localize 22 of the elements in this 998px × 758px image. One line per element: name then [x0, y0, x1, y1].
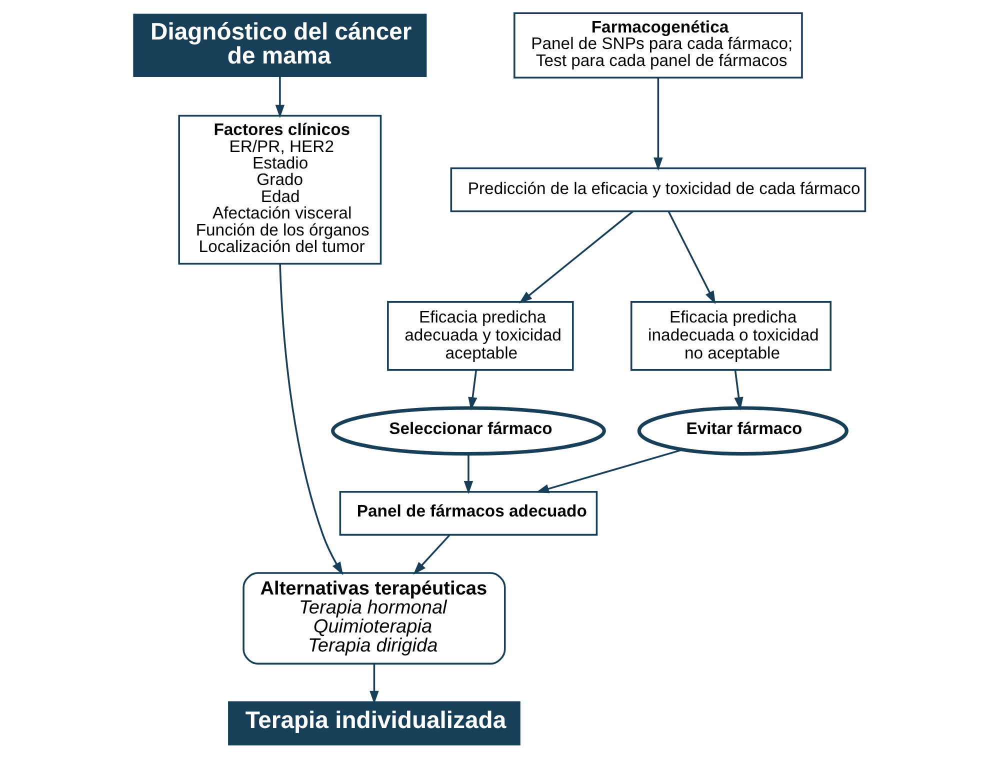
node-box: Farmacogenética Panel de SNPs para cada fármaco; Test para cada panel de fármacos: [513, 12, 802, 78]
arrow: [535, 448, 683, 494]
node-ellipse: Seleccionar fármaco: [330, 406, 606, 456]
node-box: Factores clínicos ER/PR, HER2 Estadio Grado Edad Afectación visceral Función de los órganos Localización del tumor: [178, 114, 382, 265]
arrow: [734, 370, 743, 410]
node-box: Panel de fármacos adecuado: [338, 490, 598, 536]
node-box: Terapia individualizada: [228, 701, 520, 746]
node-box: Alternativas terapéuticas Terapia hormonal Quimioterapia Terapia dirigida: [242, 572, 506, 665]
node-box: Predicción de la eficacia y toxicidad de cada fármaco: [450, 167, 866, 212]
arrow: [518, 210, 634, 304]
node-box: Diagnóstico del cáncer de mama: [132, 14, 426, 77]
arrow: [274, 76, 284, 118]
node-box: Eficacia predicha adecuada y toxicidad aceptable: [386, 301, 574, 371]
arrow: [667, 210, 716, 304]
arrow: [468, 370, 477, 410]
arrow: [278, 264, 343, 576]
arrow: [463, 454, 473, 494]
node-ellipse: Evitar fármaco: [636, 406, 848, 456]
arrow: [369, 664, 378, 704]
arrow: [653, 78, 662, 171]
node-box: Eficacia predicha inadecuada o toxicidad no aceptable: [630, 301, 832, 371]
arrow: [412, 534, 450, 575]
